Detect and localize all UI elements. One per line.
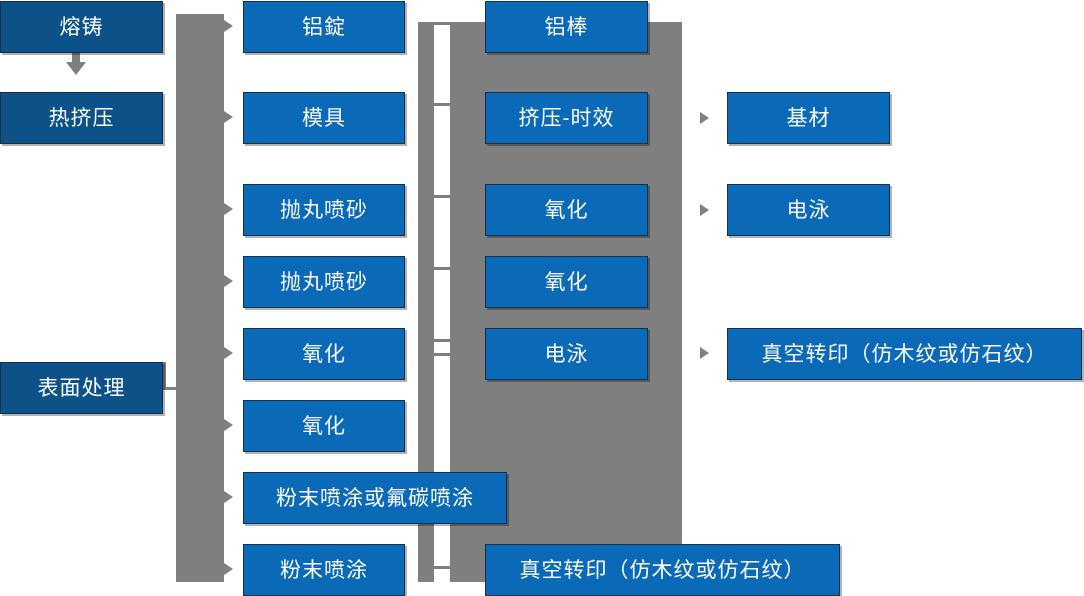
node-extrusion-aging[interactable]: 挤压-时效 [485,92,648,144]
connector-tick-mid-6 [432,353,452,356]
node-oxidation-col2-1[interactable]: 氧化 [243,328,405,380]
connector-tick-mid-5 [432,339,452,342]
node-label: 铝棒 [544,15,589,39]
stage-node-hot-extrusion[interactable]: 热挤压 [0,92,163,144]
node-label: 电泳 [786,198,831,222]
node-oxidation-col3-1[interactable]: 氧化 [485,184,648,236]
node-electrophoresis-col3[interactable]: 电泳 [485,328,648,380]
connector-spine-left [176,14,224,582]
node-label: 氧化 [544,270,589,294]
node-vacuum-transfer-col4[interactable]: 真空转印（仿木纹或仿石纹） [727,328,1082,380]
connector-tick-mid-7 [432,566,452,569]
node-label: 模具 [302,106,346,130]
connector-stub-surface-vert [163,362,166,390]
connector-tick-mid-4 [432,267,452,270]
connector-arrow-col2-6 [224,419,233,431]
node-label: 真空转印（仿木纹或仿石纹） [519,558,806,582]
connector-arrow-col2-7 [224,491,233,503]
node-mold[interactable]: 模具 [243,92,405,144]
node-label: 挤压-时效 [518,106,615,130]
node-vacuum-transfer-col3[interactable]: 真空转印（仿木纹或仿石纹） [485,544,840,596]
node-label: 真空转印（仿木纹或仿石纹） [761,342,1048,366]
connector-arrow-col4-1 [700,112,709,124]
connector-arrow-col2-8 [224,563,233,575]
node-label: 电泳 [544,342,589,366]
node-label: 抛丸喷砂 [280,270,368,294]
stage-node-label: 表面处理 [37,376,126,400]
node-label: 抛丸喷砂 [280,198,368,222]
connector-arrow-col2-5 [224,347,233,359]
node-label: 粉末喷涂或氟碳喷涂 [276,486,474,510]
connector-arrow-down-melt [66,62,86,75]
stage-node-label: 熔铸 [59,15,104,39]
connector-tick-mid-3 [432,195,452,198]
node-aluminum-bar[interactable]: 铝棒 [485,1,648,53]
stage-node-surface-treatment[interactable]: 表面处理 [0,362,163,414]
connector-arrow-col2-3 [224,203,233,215]
node-label: 氧化 [302,342,346,366]
connector-stub-surface [163,387,185,390]
stage-node-melt-cast[interactable]: 熔铸 [0,1,163,53]
node-powder-coating[interactable]: 粉末喷涂 [243,544,405,596]
connector-arrow-col4-3 [700,347,709,359]
connector-arrow-col2-2 [224,111,233,123]
node-oxidation-col3-2[interactable]: 氧化 [485,256,648,308]
node-shot-blasting-2[interactable]: 抛丸喷砂 [243,256,405,308]
connector-arrow-col4-2 [700,204,709,216]
node-label: 氧化 [544,198,589,222]
connector-stub-melt [72,50,80,64]
node-aluminum-ingot[interactable]: 铝錠 [243,1,405,53]
node-base-material[interactable]: 基材 [727,92,890,144]
node-shot-blasting-1[interactable]: 抛丸喷砂 [243,184,405,236]
node-label: 基材 [786,106,831,130]
node-oxidation-col2-2[interactable]: 氧化 [243,400,405,452]
node-label: 氧化 [302,414,346,438]
connector-arrow-col2-1 [224,20,233,32]
connector-tick-mid-2 [432,103,452,106]
node-label: 铝錠 [302,15,346,39]
connector-bar-mid-left [418,22,434,582]
connector-tick-mid-1 [432,22,452,25]
node-electrophoresis-col4[interactable]: 电泳 [727,184,890,236]
node-label: 粉末喷涂 [280,558,368,582]
node-powder-or-fluorocarbon-coating[interactable]: 粉末喷涂或氟碳喷涂 [243,472,507,524]
connector-arrow-col2-4 [224,275,233,287]
stage-node-label: 热挤压 [48,106,115,130]
